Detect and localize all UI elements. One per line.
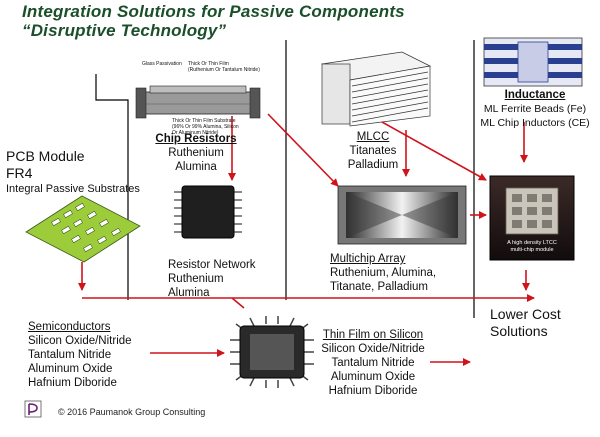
red-arrows	[78, 113, 535, 366]
semiconductors-item-3: Aluminum Oxide	[28, 363, 113, 375]
multichip-array-line-2: Titanate, Palladium	[330, 281, 429, 293]
multichip-array-illustration	[337, 185, 467, 245]
thin-film-item-1: Silicon Oxide/Nitride	[321, 343, 425, 355]
multichip-array-block: Multichip Array Ruthenium, Alumina, Tita…	[330, 252, 436, 294]
paumanok-logo	[24, 400, 42, 418]
lower-cost-line-2: Solutions	[490, 323, 548, 339]
semiconductors-heading: Semiconductors	[28, 321, 111, 333]
resistor-network-illustration	[174, 185, 242, 239]
pcb-module-line-1: PCB Module	[6, 148, 85, 164]
multichip-array-heading: Multichip Array	[330, 253, 406, 265]
resistor-network-line-1: Resistor Network	[168, 259, 256, 271]
ltcc-caption-line-2: multi-chip module	[510, 247, 554, 253]
mlcc-line-1: Titanates	[349, 145, 397, 157]
pcb-module-line-2: FR4	[6, 165, 33, 181]
thin-film-item-2: Tantalum Nitride	[331, 357, 415, 369]
inductance-block: Inductance ML Ferrite Beads (Fe) ML Chip…	[472, 88, 598, 130]
thin-film-item-3: Aluminum Oxide	[330, 371, 416, 383]
semiconductors-block: Semiconductors Silicon Oxide/Nitride Tan…	[28, 320, 132, 390]
chip-resistors-heading: Chip Resistors	[155, 133, 237, 145]
copyright-footer: © 2016 Paumanok Group Consulting	[58, 407, 206, 417]
left-step-divider	[95, 74, 129, 300]
title-line-2: “Disruptive Technology”	[22, 21, 227, 40]
chip-resistors-block: Chip Resistors Ruthenium Alumina	[138, 132, 254, 174]
lower-cost-block: Lower Cost Solutions	[490, 306, 561, 340]
inductance-heading: Inductance	[504, 89, 566, 101]
chip-resistor-illustration	[135, 85, 261, 119]
thin-film-item-4: Hafnium Diboride	[328, 385, 418, 397]
callout-5: (96% Or 99% Alumina, Silicon	[172, 124, 239, 130]
callout-4: Thick Or Thin Film Substrate	[172, 118, 236, 124]
callout-1: Glass Passivation	[142, 61, 182, 67]
semiconductor-chip-illustration	[230, 316, 314, 388]
branch-to-chip	[231, 297, 245, 309]
inductance-line-2: ML Chip Inductors (CE)	[480, 117, 590, 129]
ltcc-module-illustration	[489, 175, 575, 261]
chip-resistors-line-1: Ruthenium	[168, 147, 224, 159]
resistor-network-block: Resistor Network Ruthenium Alumina	[168, 258, 256, 300]
ltcc-caption-line-1: A high density LTCC	[507, 240, 557, 246]
pcb-illustration	[25, 195, 141, 263]
thin-film-heading: Thin Film on Silicon	[322, 329, 424, 341]
multichip-array-line-1: Ruthenium, Alumina,	[330, 267, 437, 279]
mlcc-block: MLCC Titanates Palladium	[330, 130, 416, 172]
chip-resistors-line-2: Alumina	[175, 161, 217, 173]
mlcc-illustration	[320, 51, 432, 127]
callout-6: Or Aluminum Nitride)	[172, 130, 219, 136]
ltcc-caption: A high density LTCC multi-chip module	[492, 240, 572, 254]
inductor-illustration	[483, 37, 583, 87]
callout-3: (Ruthenium Or Tantalum Nitride)	[188, 67, 260, 73]
lower-cost-line-1: Lower Cost	[490, 306, 561, 322]
arrow-chip-to-multichip	[267, 113, 339, 187]
semiconductors-item-1: Silicon Oxide/Nitride	[28, 335, 132, 347]
resistor-network-line-2: Ruthenium	[168, 273, 224, 285]
resistor-network-line-3: Alumina	[168, 287, 210, 299]
title-line-1: Integration Solutions for Passive Compon…	[22, 2, 405, 21]
mlcc-line-2: Palladium	[347, 159, 399, 171]
callout-2: Thick Or Thin Film	[188, 61, 229, 67]
inductance-line-1: ML Ferrite Beads (Fe)	[483, 103, 587, 115]
thin-film-block: Thin Film on Silicon Silicon Oxide/Nitri…	[318, 328, 428, 398]
pcb-module-block: PCB Module FR4 Integral Passive Substrat…	[6, 148, 140, 196]
semiconductors-item-2: Tantalum Nitride	[28, 349, 112, 361]
mlcc-heading: MLCC	[356, 131, 390, 143]
pcb-module-line-3: Integral Passive Substrates	[6, 183, 140, 195]
divider-lines	[95, 40, 475, 318]
arrow-mlcc-to-ltcc	[381, 121, 487, 181]
semiconductors-item-4: Hafnium Diboride	[28, 377, 117, 389]
